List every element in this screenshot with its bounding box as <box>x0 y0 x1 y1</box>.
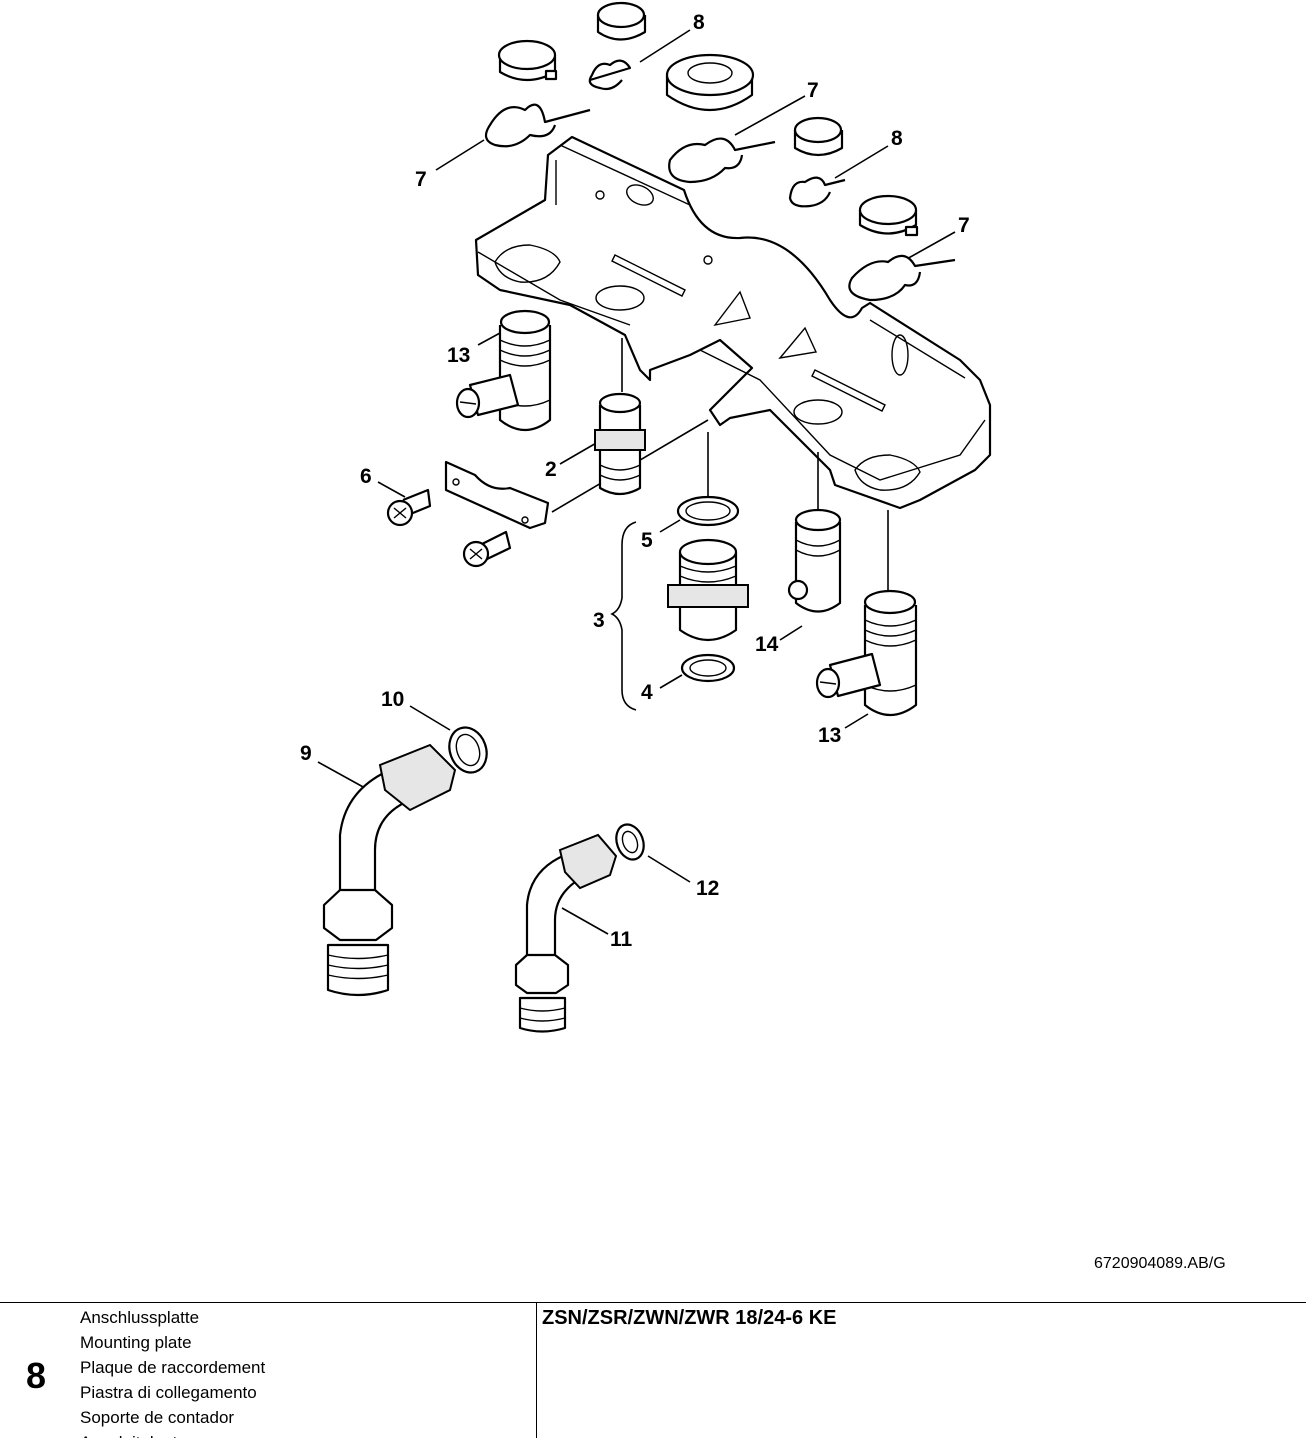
title-english: Mounting plate <box>80 1333 192 1352</box>
callout-label: 4 <box>641 681 653 704</box>
valve-14 <box>787 508 842 613</box>
callout-label: 7 <box>958 214 970 237</box>
elbow-9 <box>322 743 457 997</box>
callout-label: 8 <box>891 127 903 150</box>
callout-label: 12 <box>696 877 719 900</box>
valves-and-fittings <box>386 309 918 717</box>
title-dutch: Aansluitplaat <box>80 1430 265 1438</box>
callout-label: 7 <box>807 79 819 102</box>
callout-labels: 8 7 7 8 7 13 2 6 5 3 14 4 13 10 9 12 11 <box>300 11 970 951</box>
screw-bottom <box>462 530 512 568</box>
pipe-elbows <box>322 726 645 1033</box>
seal-4 <box>680 653 736 683</box>
callout-label: 10 <box>381 688 404 711</box>
callout-label: 2 <box>545 458 557 481</box>
title-italian: Piastra di collegamento <box>80 1383 257 1402</box>
footer: 8 Anschlussplatte Mounting plate Plaque … <box>0 1302 1306 1438</box>
title-french: Plaque de raccordement <box>80 1358 266 1377</box>
callout-label: 3 <box>593 609 605 632</box>
cap-large-left <box>497 39 558 82</box>
callout-label: 6 <box>360 465 372 488</box>
valve-right <box>815 589 918 717</box>
seal-10 <box>448 726 488 774</box>
seal-5 <box>676 495 740 527</box>
cap-small-middle <box>793 116 844 157</box>
callout-label: 13 <box>818 724 841 747</box>
callout-label: 14 <box>755 633 779 656</box>
figure-number: 8 <box>26 1355 47 1396</box>
nipple-2 <box>594 392 646 496</box>
callout-label: 8 <box>693 11 705 34</box>
callout-label: 5 <box>641 529 653 552</box>
callout-label: 7 <box>415 168 427 191</box>
mounting-plate <box>474 135 992 510</box>
seal-12 <box>615 823 645 861</box>
drawing-code: 6720904089.AB/G <box>1094 1255 1226 1272</box>
screw-top <box>386 488 432 527</box>
cap-small-top <box>596 1 647 41</box>
exploded-parts-drawing: 8 7 7 8 7 13 2 6 5 3 14 4 13 10 9 12 11 <box>300 1 992 1033</box>
callout-label: 13 <box>447 344 470 367</box>
clips <box>484 59 956 302</box>
valve-left <box>455 309 552 432</box>
title-list: Anschlussplatte Mounting plate Plaque de… <box>80 1305 265 1438</box>
footer-divider <box>536 1303 537 1438</box>
caps <box>497 1 919 237</box>
title-german: Anschlussplatte <box>80 1308 200 1327</box>
cap-large-right <box>858 194 919 237</box>
model-name: ZSN/ZSR/ZWN/ZWR 18/24-6 KE <box>542 1307 837 1329</box>
callout-label: 9 <box>300 742 312 765</box>
title-spanish: Soporte de contador <box>80 1408 235 1427</box>
callout-label: 11 <box>610 928 633 951</box>
elbow-11 <box>514 833 618 1033</box>
cap-ring <box>665 53 755 112</box>
bracket-6 <box>444 460 550 530</box>
fitting-3 <box>667 538 749 641</box>
